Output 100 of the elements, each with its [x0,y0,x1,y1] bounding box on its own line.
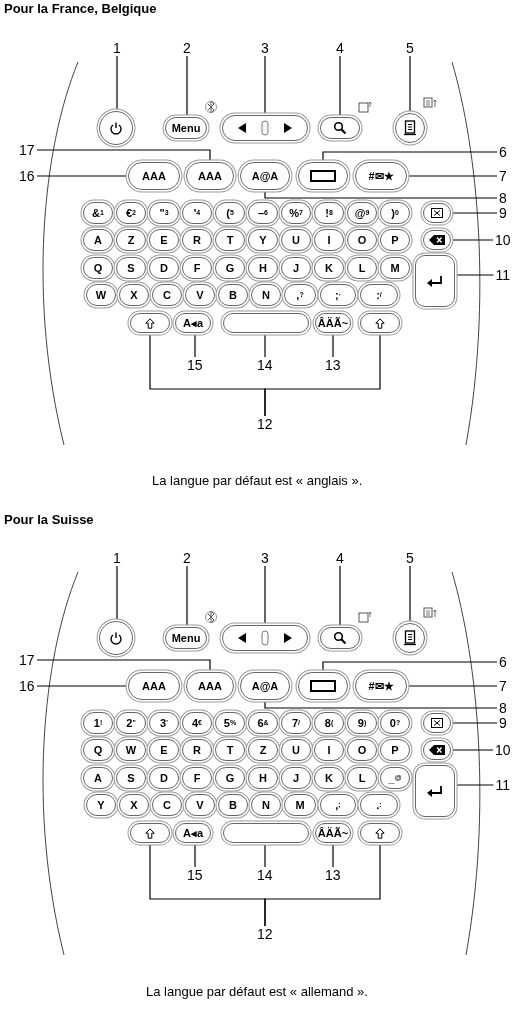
key: O [347,739,377,761]
key [298,162,348,190]
key: S [116,767,146,789]
key: Menu [165,117,207,139]
key: )$^{0}$ [380,202,410,224]
key: W [116,739,146,761]
key [423,713,451,733]
callout-number: 4 [336,40,344,56]
callout-number: 14 [257,357,273,373]
callout-number: 16 [19,678,35,694]
key: J [281,767,311,789]
key: &$^{1}$ [83,202,113,224]
key: T [215,229,245,251]
key: %$^{7}$ [281,202,311,224]
key: €$^{2}$ [116,202,146,224]
key: AAA [186,162,234,190]
key: ,$^{?}$ [284,284,316,306]
key: K [314,257,344,279]
key [395,113,425,143]
key [223,313,309,333]
callout-number: 14 [257,867,273,883]
key: Q [83,257,113,279]
key [298,672,348,700]
key: A@A [240,162,290,190]
key: 5$^{%}$ [215,712,245,734]
key: H [248,767,278,789]
key [99,111,133,145]
key: E [149,739,179,761]
key: U [281,739,311,761]
callout-number: 2 [183,550,191,566]
key: 7$^{/}$ [281,712,311,734]
key: N [251,284,281,306]
callout-number: 11 [495,267,511,283]
key: G [215,257,245,279]
key: X [119,284,149,306]
key [223,823,309,843]
callout-number: 8 [499,190,507,206]
callout-number: 10 [495,232,511,248]
key: P [380,739,410,761]
callout-number: 15 [187,357,203,373]
key [395,623,425,653]
key: AAA [128,162,180,190]
note: La langue par défaut est « anglais ». [152,473,363,488]
key: O [347,229,377,251]
key [222,115,308,141]
key: ÂÄÃ~ [315,823,351,843]
callout-number: 17 [19,652,35,668]
key [423,230,451,250]
key [130,823,170,843]
key: !$^{8}$ [314,202,344,224]
key: X [119,794,149,816]
key: 1$^{!}$ [83,712,113,734]
key: V [185,794,215,816]
callout-number: 12 [257,926,273,942]
callout-number: 11 [495,777,511,793]
key: 0$^{?}$ [380,712,410,734]
callout-number: 5 [406,40,414,56]
key: A◂a [175,823,211,843]
callout-number: 6 [499,144,507,160]
key: '$^{4}$ [182,202,212,224]
key: R [182,739,212,761]
key: _$^{@}$ [380,767,410,789]
key: 8$^{(}$ [314,712,344,734]
key [222,625,308,651]
callout-number: 17 [19,142,35,158]
key [99,621,133,655]
key: E [149,229,179,251]
key [423,740,451,760]
key: S [116,257,146,279]
key: V [185,284,215,306]
callout-number: 7 [499,168,507,184]
key: D [149,257,179,279]
key [415,765,455,817]
key: 2$^{"}$ [116,712,146,734]
key: 3$^{'}$ [149,712,179,734]
section-heading: Pour la Suisse [4,512,94,527]
callout-number: 15 [187,867,203,883]
callout-number: 13 [325,357,341,373]
key: 4$^{€}$ [182,712,212,734]
key: G [215,767,245,789]
key: ;$^{·}$ [320,284,356,306]
key: L [347,257,377,279]
key: A [83,767,113,789]
key: C [152,794,182,816]
key: #✉★ [355,162,407,190]
key: F [182,257,212,279]
key: AAA [128,672,180,700]
key: W [86,284,116,306]
key: @$^{9}$ [347,202,377,224]
key: ÂÄÃ~ [315,313,351,333]
callout-number: 12 [257,416,273,432]
callout-number: 3 [261,550,269,566]
callout-number: 3 [261,40,269,56]
callout-number: 8 [499,700,507,716]
callout-number: 13 [325,867,341,883]
key [360,823,400,843]
key: A◂a [175,313,211,333]
key: .$^{:}$ [360,794,398,816]
key: –$^{6}$ [248,202,278,224]
key: N [251,794,281,816]
